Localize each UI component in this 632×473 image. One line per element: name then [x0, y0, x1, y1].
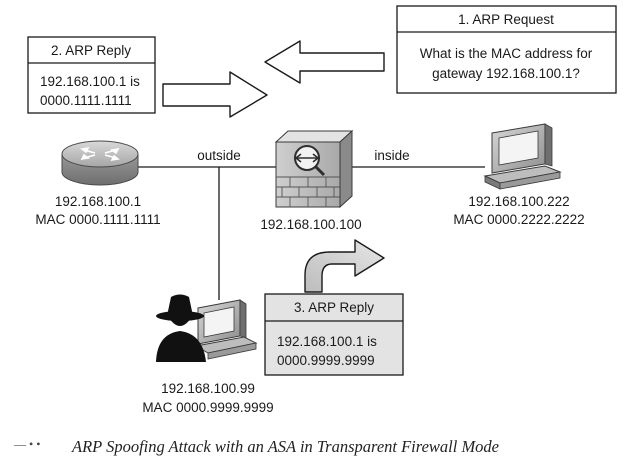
attacker-mac: MAC 0000.9999.9999 — [142, 400, 273, 415]
spoofed-reply-line2: 0000.9999.9999 — [277, 353, 375, 368]
arrow-left-icon — [264, 40, 385, 84]
arp-request-line1: What is the MAC address for — [420, 46, 593, 61]
arrow-right-icon — [162, 71, 268, 118]
attacker-workstation-icon — [194, 299, 258, 360]
attacker-ip: 192.168.100.99 — [161, 381, 255, 396]
outside-label: outside — [197, 148, 241, 163]
host-ip: 192.168.100.222 — [468, 194, 569, 209]
arp-reply-line2: 0000.1111.1111 — [40, 93, 132, 108]
workstation-icon — [483, 123, 562, 190]
arp-request-title: 1. ARP Request — [458, 12, 554, 27]
curved-arrow-icon — [304, 239, 385, 293]
inside-label: inside — [374, 148, 409, 163]
arp-reply-title: 2. ARP Reply — [51, 43, 131, 58]
arp-request-box: 1. ARP Request What is the MAC address f… — [396, 5, 617, 94]
arp-reply-line1: 192.168.100.1 is — [40, 74, 140, 89]
spoofed-arp-reply-box: 3. ARP Reply 192.168.100.1 is 0000.9999.… — [264, 293, 404, 376]
spoofed-reply-title: 3. ARP Reply — [294, 300, 374, 315]
router-ip: 192.168.100.1 — [55, 194, 141, 209]
spoofed-reply-line1: 192.168.100.1 is — [277, 334, 377, 349]
host-mac: MAC 0000.2222.2222 — [453, 212, 584, 227]
firewall-ip: 192.168.100.100 — [260, 217, 361, 232]
arp-request-line2: gateway 192.168.100.1? — [432, 66, 580, 81]
firewall-icon — [274, 129, 354, 209]
arp-reply-box: 2. ARP Reply 192.168.100.1 is 0000.1111.… — [27, 36, 156, 114]
router-icon — [61, 140, 139, 186]
attacker-icon — [156, 294, 206, 362]
router-mac: MAC 0000.1111.1111 — [35, 212, 160, 227]
figure-number: — • • — [14, 437, 41, 451]
figure-caption: ARP Spoofing Attack with an ASA in Trans… — [72, 437, 500, 456]
network-links — [134, 166, 485, 300]
